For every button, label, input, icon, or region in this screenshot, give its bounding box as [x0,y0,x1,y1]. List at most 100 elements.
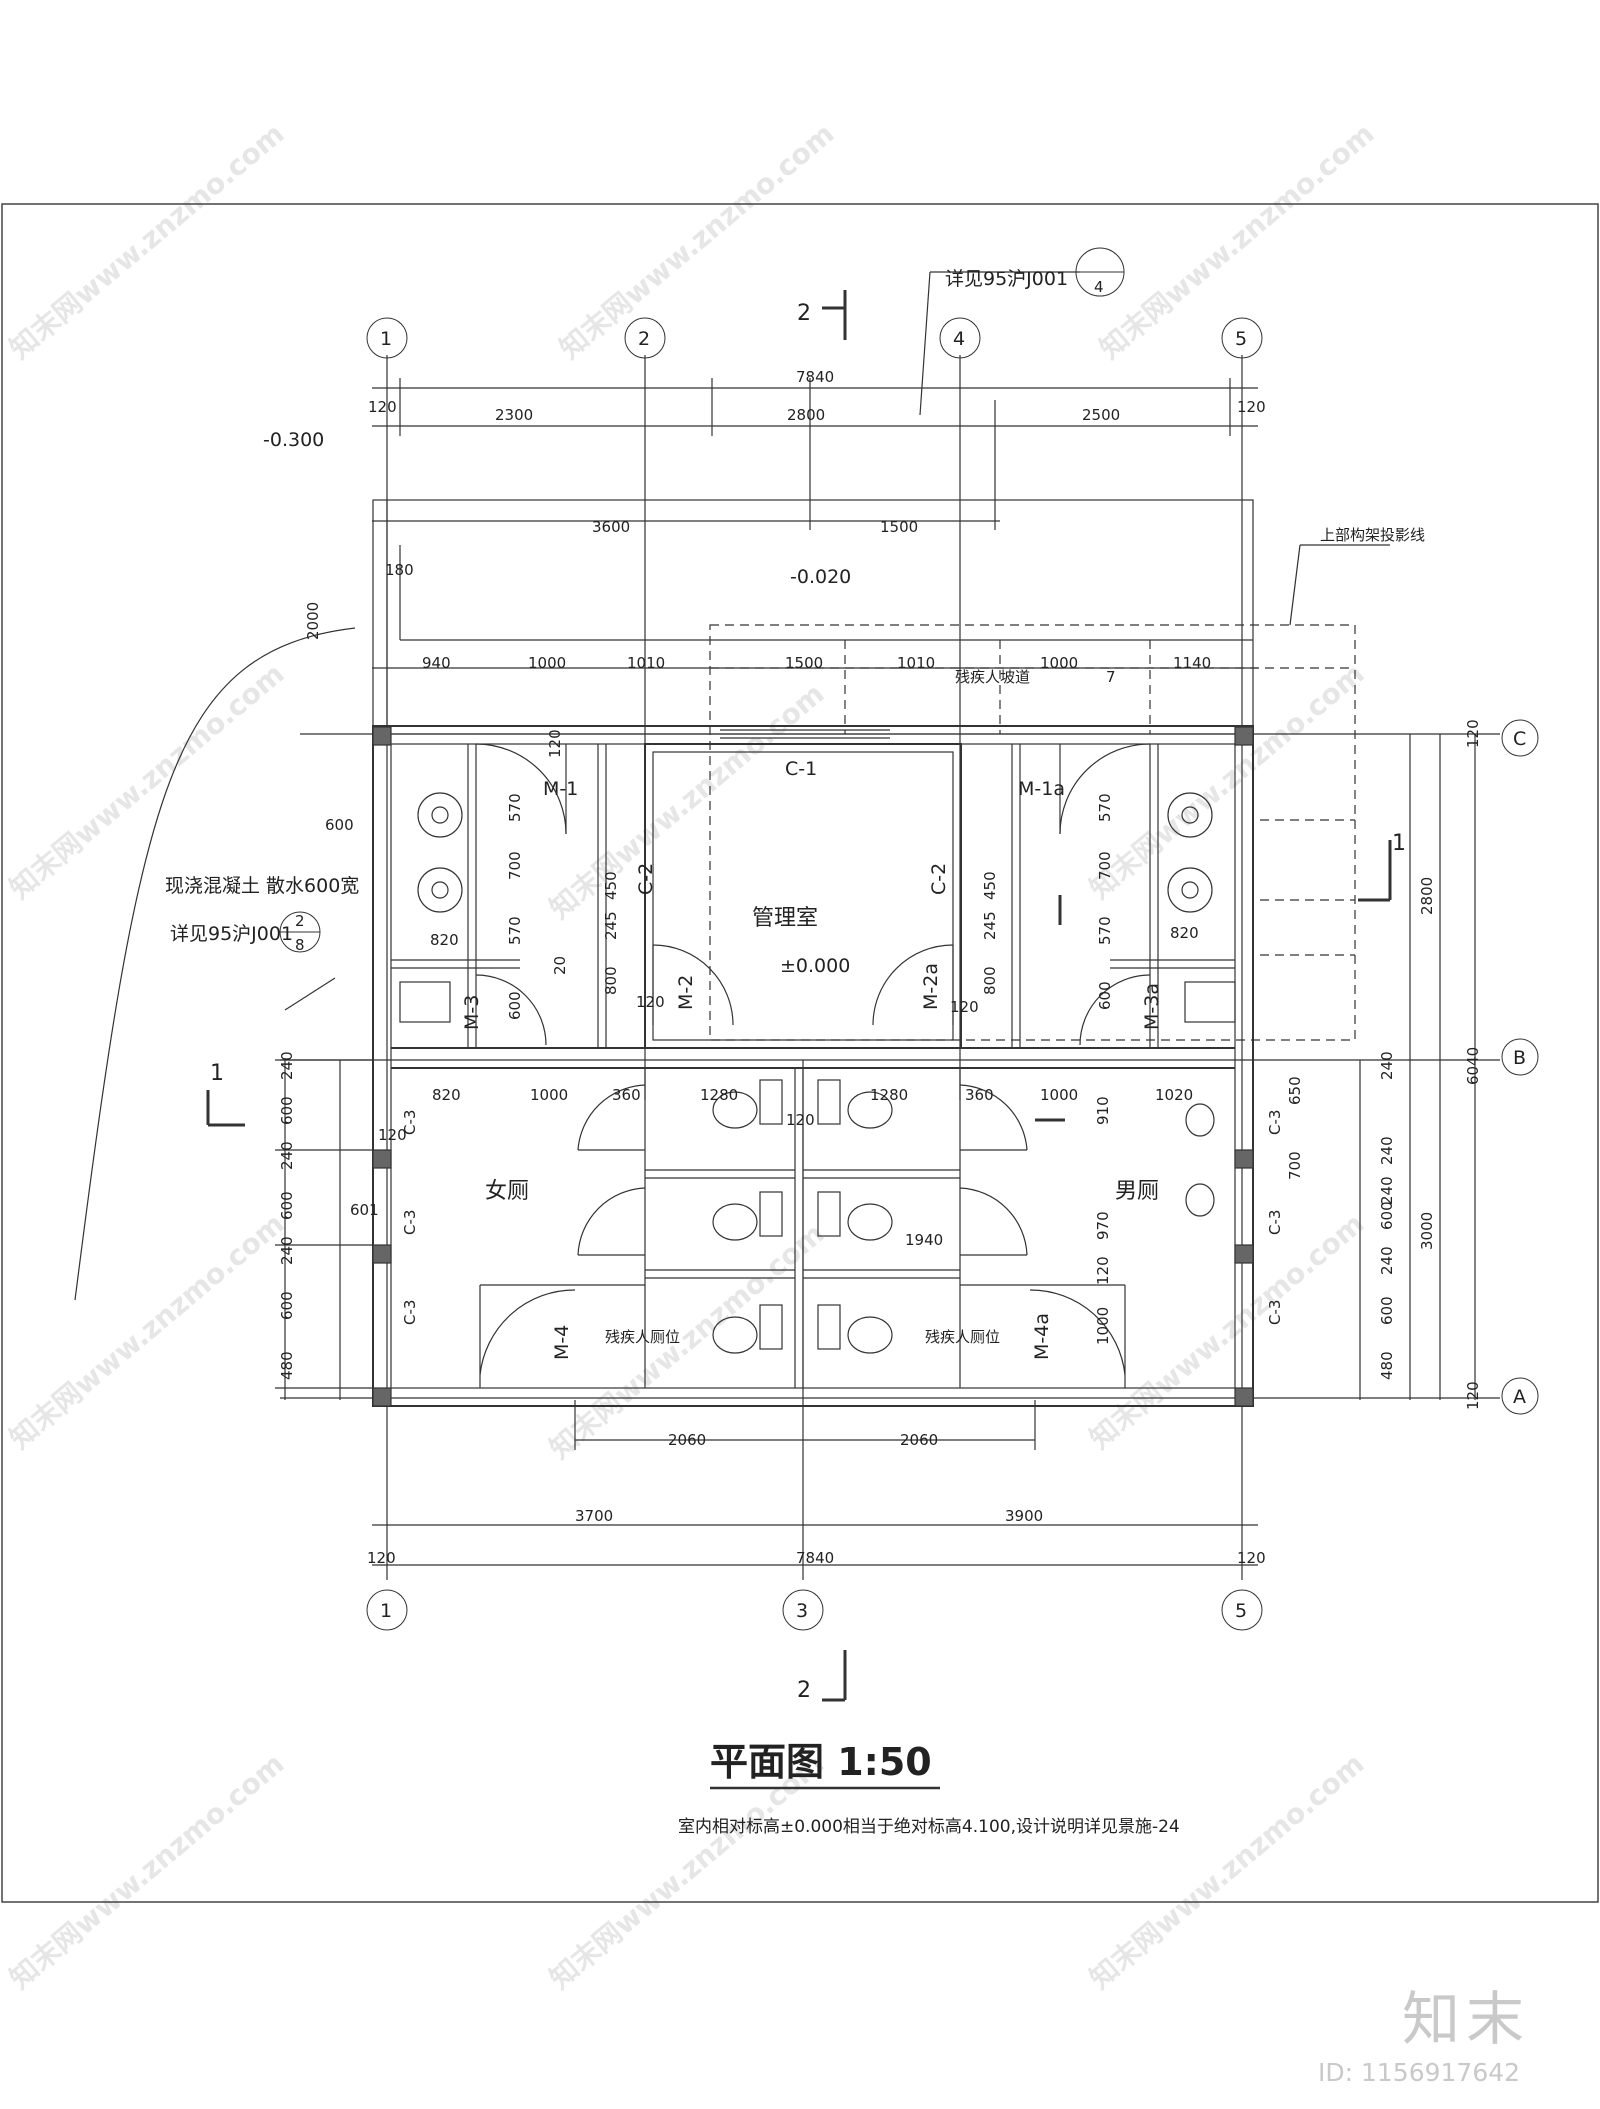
window-c1: C-1 [785,758,817,780]
dim: 3900 [1005,1507,1043,1525]
watermark: 知末网www.znzmo.com [3,657,290,905]
watermark: 知末网www.znzmo.com [1083,1747,1370,1995]
dim: 1500 [880,518,918,536]
axis-top-1: 1 [380,328,392,350]
dim: 240 [1378,1136,1396,1165]
dim: 240 [278,1051,296,1080]
section-2-top: 2 [797,301,811,326]
dim: 940 [422,654,451,672]
watermark: 知末网www.znzmo.com [1083,657,1370,905]
section-1-right: 1 [1392,831,1406,856]
apron-note: 现浇混凝土 散水600宽 [165,875,359,897]
dim: 120 [546,729,564,758]
dim: 120 [786,1111,815,1129]
dim: 820 [430,931,459,949]
dim: 1020 [1155,1086,1193,1104]
dim: 240 [278,1236,296,1265]
window-c3-l3: C-3 [401,1300,419,1325]
dim: 1000 [1094,1307,1112,1345]
dim: 480 [1378,1351,1396,1380]
sheet-frame [1,203,1599,1903]
watermark: 知末网www.znzmo.com [543,1747,830,1995]
dim: 1000 [528,654,566,672]
room-men: 男厕 [1115,1179,1159,1204]
dim: 601 [350,1201,379,1219]
ramp-label: 残疾人坡道 [955,668,1030,686]
level-outside: -0.300 [263,429,324,451]
ref-num-top: 4 [1094,278,1104,296]
dim: 600 [325,816,354,834]
room-accessible-left: 残疾人厕位 [605,1328,680,1346]
dim: 570 [506,916,524,945]
dim: 650 [1286,1076,1304,1105]
window-c3-r3: C-3 [1266,1300,1284,1325]
door-m1a: M-1a [1018,778,1065,800]
dimension-labels: 7840 120 120 2300 2800 2500 3600 1500 18… [278,368,1482,1567]
level-porch: -0.020 [790,566,851,588]
room-management: 管理室 [752,906,818,931]
watermark: 知末网www.znzmo.com [3,1747,290,1995]
dim: 1010 [627,654,665,672]
section-2-bottom: 2 [797,1678,811,1703]
dim: 120 [1237,1549,1266,1567]
axis-right-c: C [1513,728,1526,750]
dim: 120 [378,1126,407,1144]
dim: 7 [1106,668,1116,686]
dim: 20 [551,956,569,975]
drawing-note: 室内相对标高±0.000相当于绝对标高4.100,设计说明详见景施-24 [678,1817,1180,1837]
dim: 700 [1286,1151,1304,1180]
dim: 700 [1096,851,1114,880]
room-women: 女厕 [485,1179,529,1204]
door-m2: M-2 [675,975,697,1010]
ref-den-left: 8 [295,936,305,954]
dim: 2060 [900,1431,938,1449]
dim: 1000 [530,1086,568,1104]
door-m4a: M-4a [1031,1313,1053,1360]
drawing-title: 平面图 1:50 [710,1740,932,1784]
dim: 1280 [870,1086,908,1104]
dim: 120 [1464,1381,1482,1410]
dim: 240 [1378,1176,1396,1205]
room-accessible-right: 残疾人厕位 [925,1328,1000,1346]
ref-left: 详见95沪J001 [170,923,293,945]
dim: 120 [1464,719,1482,748]
dim: 450 [602,871,620,900]
dim: 600 [278,1291,296,1320]
section-1-left: 1 [210,1061,224,1086]
dim: 800 [981,966,999,995]
axis-bubbles: 1 2 4 5 1 3 5 C B A 4 2 8 [279,247,1539,1631]
dim: 2000 [304,602,322,640]
dim: 450 [981,871,999,900]
dim: 600 [1378,1296,1396,1325]
watermark: 知末网www.znzmo.com [3,1207,290,1455]
dim: 120 [1094,1256,1112,1285]
dim: 2800 [1418,877,1436,915]
dim: 180 [385,561,414,579]
dim: 800 [602,966,620,995]
watermark: 知末网www.znzmo.com [553,117,840,365]
axis-right-b: B [1513,1047,1526,1069]
level-floor: ±0.000 [780,955,850,977]
dim: 7840 [796,368,834,386]
dim: 600 [278,1096,296,1125]
dim: 1280 [700,1086,738,1104]
dim: 2500 [1082,406,1120,424]
dim: 600 [1096,981,1114,1010]
dim: 910 [1094,1096,1112,1125]
dim: 820 [1170,924,1199,942]
dim: 120 [636,993,665,1011]
dim: 570 [1096,793,1114,822]
dim: 360 [612,1086,641,1104]
door-m4: M-4 [551,1325,573,1360]
dim: 2060 [668,1431,706,1449]
watermark: 知末网www.znzmo.com [1083,1207,1370,1455]
dim: 120 [1237,398,1266,416]
dim: 120 [950,998,979,1016]
axis-top-4: 4 [953,328,965,350]
dim: 1000 [1040,654,1078,672]
dim: 970 [1094,1211,1112,1240]
watermark-layer: 知末网www.znzmo.com 知末网www.znzmo.com 知末网www… [3,117,1380,1995]
watermark: 知末网www.znzmo.com [543,1217,830,1465]
dim: 245 [981,911,999,940]
